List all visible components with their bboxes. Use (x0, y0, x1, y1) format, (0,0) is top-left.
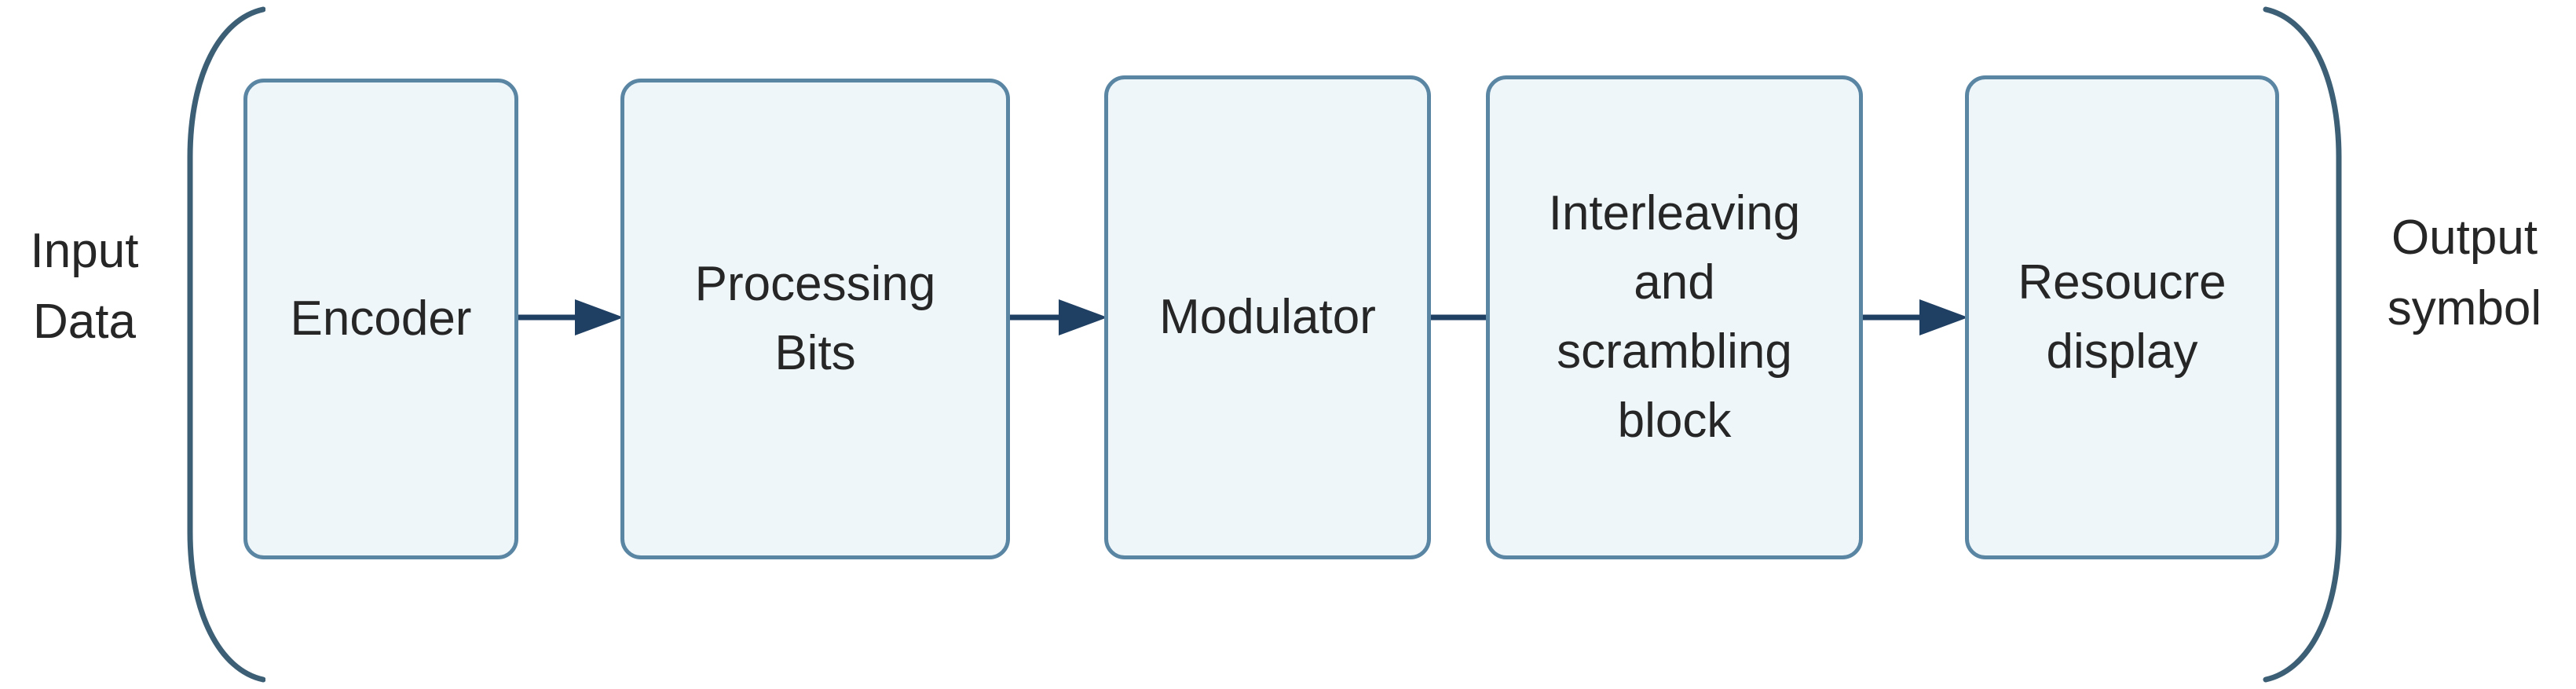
stage-box-modulator[interactable]: Modulator (1104, 75, 1431, 559)
stage-label-resource: Resoucre display (2018, 255, 2227, 379)
stage-label-modulator: Modulator (1159, 289, 1376, 344)
output-symbol-label: Output symbol (2387, 211, 2542, 335)
stage-box-encoder[interactable]: Encoder (243, 79, 518, 559)
stage-label-interleaving: Interleaving and scrambling block (1548, 185, 1801, 449)
input-data-label: Input Data (30, 224, 139, 349)
stage-box-processing[interactable]: Processing Bits (620, 79, 1010, 559)
stage-box-interleaving[interactable]: Interleaving and scrambling block (1486, 75, 1863, 559)
stage-box-resource[interactable]: Resoucre display (1965, 75, 2279, 559)
stage-label-processing: Processing Bits (694, 256, 936, 380)
stage-label-encoder: Encoder (290, 291, 472, 346)
